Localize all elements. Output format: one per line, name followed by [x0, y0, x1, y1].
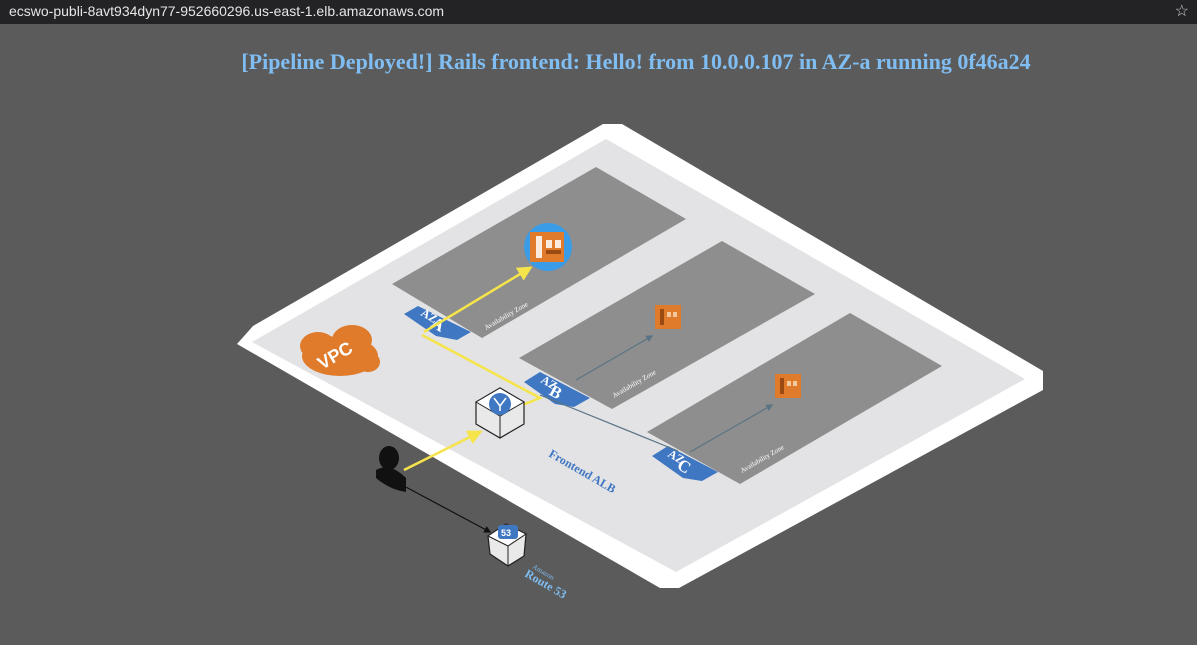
route-az-c-task	[689, 404, 774, 453]
browser-address-bar[interactable]: ecswo-publi-8avt934dyn77-952660296.us-ea…	[0, 0, 1197, 24]
route-az-b-task	[575, 335, 654, 381]
ecs-task-icon-b	[655, 305, 681, 329]
route53-badge: 53	[501, 528, 511, 538]
az-tag-c: AZ C	[652, 446, 718, 481]
az-tag-b: AZ B	[524, 372, 590, 407]
ecs-task-icon-active	[524, 223, 572, 271]
page-heading: [Pipeline Deployed!] Rails frontend: Hel…	[241, 49, 1031, 74]
route53-icon: 53	[487, 523, 527, 567]
route-alb-to-az-a	[421, 333, 543, 408]
active-route	[403, 266, 543, 472]
user-icon	[376, 446, 406, 492]
ecs-task-icon-c	[775, 374, 801, 398]
route-user-to-alb	[403, 430, 483, 472]
load-balancer-icon	[475, 387, 525, 439]
route-to-az-c	[539, 394, 679, 452]
inactive-routes	[539, 335, 774, 453]
url-text[interactable]: ecswo-publi-8avt934dyn77-952660296.us-ea…	[9, 3, 445, 19]
route-user-to-route53	[403, 485, 492, 533]
route-az-a-task	[423, 266, 533, 334]
vpc-cloud-icon: VPC	[300, 325, 380, 376]
availability-zone-c	[647, 313, 942, 484]
star-icon[interactable]: ☆	[1174, 3, 1189, 20]
